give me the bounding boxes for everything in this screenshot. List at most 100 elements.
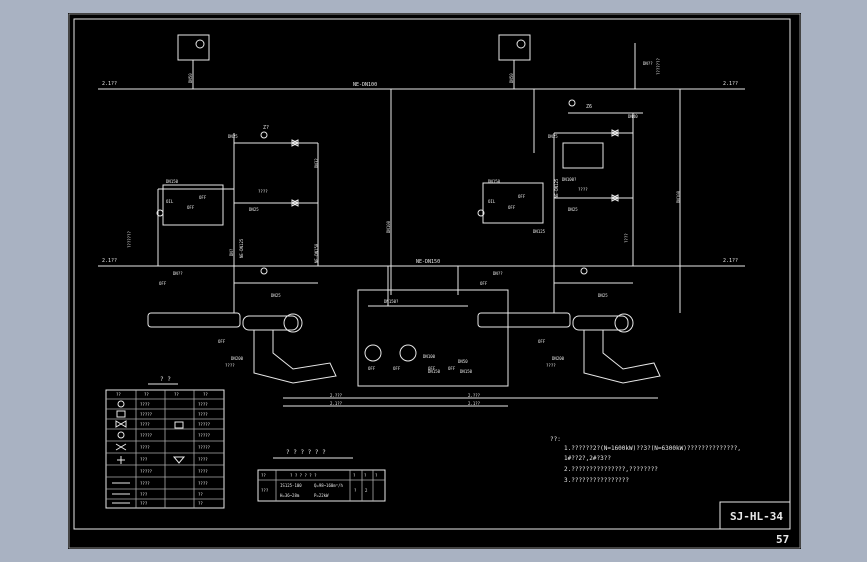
oil-left-label: OIL <box>166 199 174 204</box>
right-upper-block <box>562 142 604 169</box>
notes-item-4: 3.???????????????? <box>564 477 629 484</box>
ne-dn125-right-label: NE-DN125 <box>554 178 559 198</box>
piping-schematic: SJ-HL-34 57 NE-DN100 2.1?? 2.1?? NE-DN15… <box>68 13 801 549</box>
mid-right-end-label: 2.1?? <box>723 258 738 264</box>
legend-row-5-a: ??? <box>140 457 148 462</box>
equipment-spec-3: Q=98~160m³/h <box>314 483 343 488</box>
dn200-left-label: DN200 <box>231 356 244 361</box>
equipment-table <box>257 469 386 502</box>
legend-row-0-a: ???? <box>140 402 150 407</box>
dn50-right-label: DN50 <box>509 73 514 83</box>
instrument-box-left <box>177 34 210 61</box>
legend-row-3-a: ????? <box>140 433 153 438</box>
legend-row-3-b: ????? <box>198 433 211 438</box>
pressure-gauge-icon <box>477 209 485 217</box>
pressure-gauge-icon <box>260 131 268 139</box>
equipment-header-4: ? <box>364 473 367 478</box>
left-pump-motor <box>283 313 303 333</box>
legend-relief-icon <box>172 456 186 464</box>
dn25-left-label-2: DN25 <box>271 293 281 298</box>
legend-row-0-b: ???? <box>198 402 208 407</box>
notes-item-2: 1#??2?,2#?3?? <box>564 455 611 462</box>
dn25-right-label-3: DN25 <box>548 134 558 139</box>
right-pump-base <box>572 315 629 331</box>
dn150-z-right-label: DN100? <box>562 177 577 182</box>
off-pump-1: OFF <box>368 366 376 371</box>
legend-row-5-b: ???? <box>198 457 208 462</box>
legend-thermometer-icon <box>117 431 125 439</box>
left-boiler-drum <box>147 312 241 328</box>
legend-valve-icon <box>115 420 127 428</box>
dn25-left-label: DN25 <box>249 207 259 212</box>
qm-right-label-2: ???? <box>624 233 629 243</box>
off-right-3-label: OFF <box>480 281 488 286</box>
dn100-right-label: DN100 <box>676 190 681 203</box>
equipment-spec-4: P=22kW <box>314 493 329 498</box>
equipment-header-1: ?? <box>261 473 266 478</box>
legend-rows <box>106 398 224 500</box>
notes-item-1: 1.??????2?(N=1600kW)??3?(N=6300kW)??????… <box>564 445 741 452</box>
qm-left-label: ???? <box>258 189 268 194</box>
equipment-qty: 2 <box>365 488 368 493</box>
notes-item-3: 2.???????????????,???????? <box>564 466 658 473</box>
dn150-pump-label-3: DN150 <box>460 369 473 374</box>
oil-right-label: OIL <box>488 199 496 204</box>
outer-border <box>68 13 801 549</box>
legend-meter-icon <box>116 410 126 418</box>
ne-dn150-left-label: NE-DN150 <box>314 243 319 263</box>
off-pump-4: OFF <box>448 366 456 371</box>
dn_ti-label: DN?? <box>643 61 653 66</box>
equipment-header-2: ? ? ? ? ? ? <box>290 473 317 478</box>
dn150-pump-label: DN150? <box>384 299 399 304</box>
legend-header-2: ?? <box>144 392 149 397</box>
pressure-gauge-icon <box>260 267 268 275</box>
legend-row-7-b: ???? <box>198 481 208 486</box>
dn100-pump-label: DN100 <box>423 354 436 359</box>
drawing-code: SJ-HL-34 <box>730 510 783 523</box>
legend-row-6-a: ????? <box>140 469 153 474</box>
off-pump-3: OFF <box>428 366 436 371</box>
dn50-pump-label: DN50 <box>458 359 468 364</box>
equipment-title: ? ? ? ? ? ? <box>286 449 326 456</box>
title-block-box <box>719 501 791 530</box>
bottom-label-2: 2.1?? <box>330 401 343 406</box>
dn150-pump-label-2: DN150 <box>428 369 441 374</box>
gate-valve-icon <box>610 194 620 202</box>
dn50-left-label: DN50 <box>188 73 193 83</box>
legend-symbols <box>112 400 186 504</box>
pump-2-icon <box>399 344 417 362</box>
z-tag-left: Z? <box>263 125 269 131</box>
equipment-spec-1: IS125-100 <box>280 483 302 488</box>
main-top-label: NE-DN100 <box>353 82 377 88</box>
drawing-sheet: SJ-HL-34 57 NE-DN100 2.1?? 2.1?? NE-DN15… <box>68 13 801 549</box>
left-pump-base <box>242 315 299 331</box>
bottom-label-3: 2.??? <box>468 393 481 398</box>
off-left-3-label: OFF <box>159 281 167 286</box>
legend-check-valve-icon <box>115 443 127 451</box>
dn150-right-label: DN150 <box>488 179 501 184</box>
off-left-2: OFF <box>187 205 195 210</box>
left-boiler-outlet <box>253 330 337 384</box>
legend-header-4: ?? <box>203 392 208 397</box>
off-left-4-label: OFF <box>218 339 226 344</box>
right-pump-motor <box>614 313 634 333</box>
top-right-end-label: 2.1?? <box>723 81 738 87</box>
dn32-left-label: DN32 <box>314 158 319 168</box>
qm-long-label: ??????? <box>656 58 661 75</box>
gate-valve-icon <box>610 129 620 137</box>
legend-row-2-a: ???? <box>140 422 150 427</box>
qm-right-label-3: ???? <box>546 363 556 368</box>
equipment-spec-2: H=36~28m <box>280 493 300 498</box>
dn125-left-label: DN? <box>229 248 234 256</box>
legend-title: ? ? <box>160 376 171 383</box>
z-tag-right: Z6 <box>586 104 592 110</box>
off-right-2: OFF <box>508 205 516 210</box>
equipment-header-3: ? <box>353 473 356 478</box>
gate-valve-icon <box>290 139 300 147</box>
dn150-left-2-label: DN?? <box>173 271 183 276</box>
dn150-left-label: DN150 <box>166 179 179 184</box>
dn200-right-label: DN200 <box>552 356 565 361</box>
dn125-right-label: DN125 <box>533 229 546 234</box>
gate-valve-icon <box>290 199 300 207</box>
bottom-label-4: 2.1?? <box>468 401 481 406</box>
